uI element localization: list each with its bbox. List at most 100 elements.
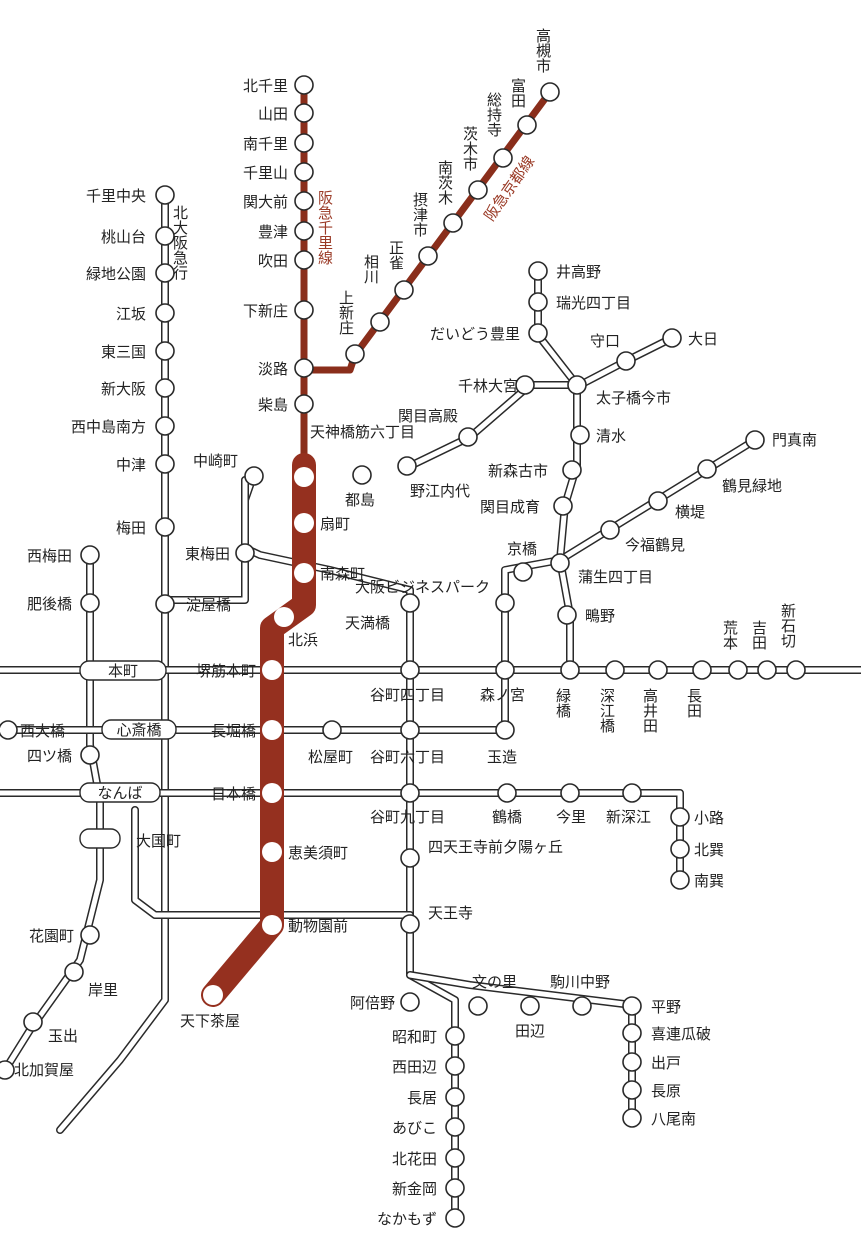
- label-tonda: 富田: [509, 77, 527, 108]
- label-sembayashi: 千林大宮: [458, 377, 518, 395]
- label-shojaku: 正雀: [387, 240, 405, 270]
- label-obp: 大阪ビジネスパーク: [355, 578, 490, 596]
- label-shinosaka: 新大阪: [101, 380, 146, 398]
- label-tanabe: 田辺: [515, 1022, 545, 1040]
- label-sakaisuji-honmachi: 堺筋本町: [196, 662, 256, 680]
- label-shinfukae: 新深江: [606, 808, 651, 826]
- label-matsuyamachi: 松屋町: [308, 748, 353, 766]
- label-toyotsu: 豊津: [258, 223, 288, 241]
- label-senriyama: 千里山: [243, 164, 288, 182]
- label-gamo: 蒲生四丁目: [578, 568, 653, 586]
- label-tanimachi4: 谷町四丁目: [370, 686, 445, 704]
- label-moriguchi: 守口: [590, 332, 620, 350]
- label-temmabashi: 天満橋: [345, 614, 390, 632]
- label-nishiohashi: 西大橋: [20, 722, 65, 740]
- label-yamada: 山田: [258, 105, 288, 123]
- label-nakatsu: 中津: [116, 456, 146, 474]
- label-higashiumeda: 東梅田: [185, 545, 230, 563]
- label-nishitanabe: 西田辺: [392, 1058, 437, 1076]
- label-nagahara: 長原: [651, 1082, 681, 1100]
- label-nipponbashi: 日本橋: [211, 785, 256, 803]
- label-sekime-seiiku: 関目成育: [480, 498, 540, 516]
- label-takatsuki: 高槻市: [534, 28, 552, 73]
- station-markers[interactable]: [0, 75, 806, 1228]
- label-suita: 吹田: [258, 252, 288, 270]
- sakaisuji-line: [201, 453, 316, 1007]
- label-abeno: 阿倍野: [350, 994, 395, 1012]
- label-senrichuo: 千里中央: [86, 187, 146, 205]
- label-kitahama: 北浜: [288, 631, 318, 649]
- label-nakazakicho: 中崎町: [193, 452, 238, 470]
- label-kadomaminami: 門真南: [772, 431, 817, 449]
- label-tamade: 玉出: [48, 1027, 78, 1045]
- label-nagata: 長田: [685, 688, 703, 718]
- label-morinomiya: 森ノ宮: [480, 686, 525, 704]
- label-shinmori: 新森古市: [488, 462, 548, 480]
- label-tanimachi6: 谷町六丁目: [370, 748, 445, 766]
- label-tanimachi9: 谷町九丁目: [370, 808, 445, 826]
- label-hankyu-senri: 阪急千里線: [316, 190, 334, 265]
- label-kishinosato: 岸里: [88, 981, 118, 999]
- label-kitasenri: 北千里: [243, 77, 288, 95]
- label-shinsaibashi: 心斎橋: [116, 721, 161, 739]
- label-umeda: 梅田: [116, 519, 146, 537]
- label-zuiko: 瑞光四丁目: [556, 294, 631, 312]
- label-higashimikuni: 東三国: [101, 343, 146, 361]
- label-minamimorimachi: 南森町: [320, 565, 365, 583]
- label-aramoto: 荒本: [721, 620, 739, 650]
- label-midoribashi: 緑橋: [554, 688, 572, 718]
- label-daido: だいどう豊里: [430, 325, 520, 343]
- label-kitatatsumi: 北巽: [694, 841, 724, 859]
- label-kitakagaya: 北加賀屋: [14, 1061, 74, 1079]
- label-bunnosato: 文の里: [472, 973, 517, 991]
- label-dobutsuen: 動物園前: [288, 917, 348, 935]
- label-nakamozu: なかもず: [377, 1210, 437, 1228]
- label-nishinakajima: 西中島南方: [71, 418, 146, 436]
- label-nagahoribashi: 長堀橋: [211, 722, 256, 740]
- label-imafuku: 今福鶴見: [625, 536, 685, 554]
- label-kunijima: 柴島: [258, 396, 288, 414]
- label-ebisucho: 恵美須町: [288, 844, 348, 862]
- label-awaji: 淡路: [258, 360, 288, 378]
- label-imazato: 今里: [556, 808, 586, 826]
- label-deto: 出戸: [651, 1054, 681, 1072]
- label-dainichi: 大日: [688, 330, 718, 348]
- label-tamatsukuri: 玉造: [487, 748, 517, 766]
- label-shinkanaoka: 新金岡: [392, 1180, 437, 1198]
- label-ogimachi: 扇町: [320, 515, 350, 533]
- label-taishibashi: 太子橋今市: [596, 389, 671, 407]
- label-kita-osaka: 北大阪急行: [171, 205, 189, 281]
- label-abiko: あびこ: [392, 1119, 437, 1137]
- label-yaominami: 八尾南: [651, 1110, 696, 1128]
- label-yodoyabashi: 淀屋橋: [186, 596, 231, 614]
- label-shimizu: 清水: [596, 427, 626, 445]
- label-kitahanada: 北花田: [392, 1150, 437, 1168]
- label-namba: なんば: [97, 784, 142, 802]
- label-yotsubashi: 四ツ橋: [27, 747, 72, 765]
- label-nishiumeda: 西梅田: [27, 547, 72, 565]
- label-komagawa: 駒川中野: [550, 973, 610, 991]
- label-ryokuchi: 緑地公園: [86, 265, 146, 283]
- label-tenjinbashi: 天神橋筋六丁目: [310, 423, 415, 441]
- label-yokozutsumi: 横堤: [675, 503, 705, 521]
- label-daikokucho: 大国町: [136, 832, 181, 850]
- label-shitennoji: 四天王寺前夕陽ヶ丘: [428, 838, 563, 856]
- label-yoshita: 吉田: [750, 620, 768, 650]
- label-minamitatsumi: 南巽: [694, 872, 724, 890]
- label-minamisenri: 南千里: [243, 135, 288, 153]
- label-showacho: 昭和町: [392, 1028, 437, 1046]
- label-kirekuriharu: 喜連瓜破: [651, 1025, 711, 1043]
- station-labels: 北千里 山田 南千里 千里山 関大前 豊津 吹田 下新庄 淡路 柴島 阪急千里線…: [14, 28, 817, 1228]
- station-pills: [79, 660, 177, 849]
- label-tsuruhashi: 鶴橋: [492, 808, 522, 826]
- label-esaka: 江坂: [116, 305, 146, 323]
- label-aikawa: 相川: [362, 254, 380, 284]
- label-kyobashi: 京橋: [507, 540, 537, 558]
- label-ibaraki: 茨木市: [461, 126, 479, 171]
- label-idaka: 井高野: [556, 263, 601, 281]
- label-hanazono: 花園町: [29, 927, 74, 945]
- label-shimoshinjo: 下新庄: [243, 302, 288, 320]
- label-shoji: 小路: [694, 809, 724, 827]
- label-nagai: 長居: [407, 1089, 437, 1107]
